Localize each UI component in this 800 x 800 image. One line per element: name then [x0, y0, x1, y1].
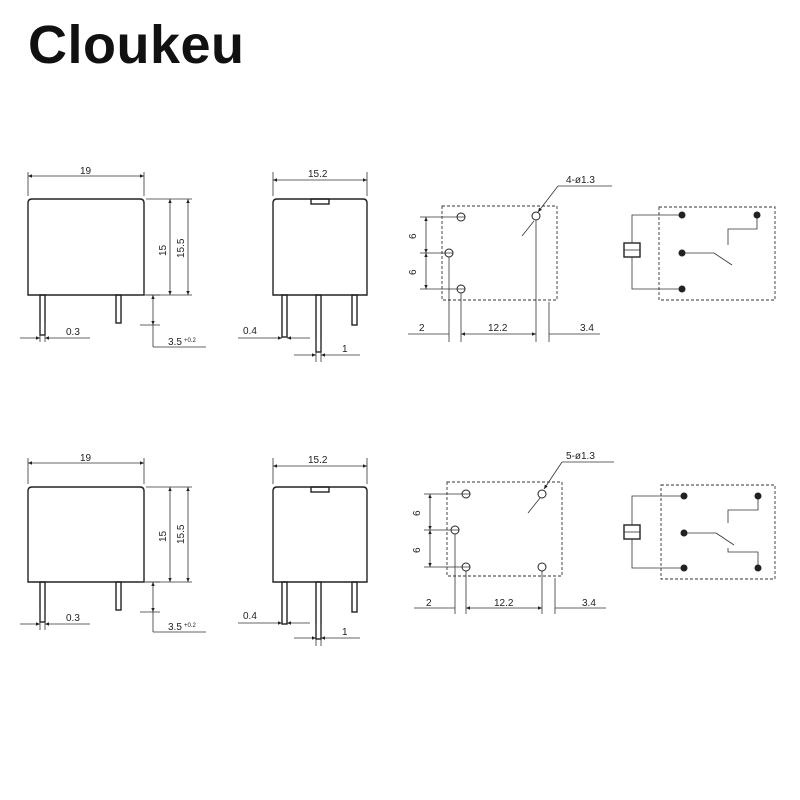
- pcb-hole: [537, 562, 547, 572]
- dim-pitch-6: 6: [408, 269, 419, 275]
- dim-pin-length-tol: +0.2: [184, 338, 197, 344]
- contact-terminal: [680, 492, 688, 500]
- pcb-hole: [537, 489, 547, 499]
- contact-terminal: [680, 564, 688, 572]
- relay-body-side: [27, 486, 145, 583]
- end-view-2: 15.2 0.4 1: [238, 455, 368, 646]
- schematic-1: [623, 206, 776, 301]
- dim-height-15: 15: [158, 530, 169, 542]
- dim-pitch-6: 6: [408, 233, 419, 239]
- dim-left-2: 2: [419, 323, 425, 334]
- dim-pin-thickness-end: 0.4: [243, 326, 257, 337]
- pcb-hole: [531, 211, 541, 221]
- dim-left-2: 2: [426, 598, 432, 609]
- dim-right-3-4: 3.4: [582, 598, 596, 609]
- footprint-1: 6 6 2 12.2 3.4 4-ø1.3: [408, 175, 612, 342]
- pin-right: [115, 294, 122, 324]
- dim-height-15-5: 15.5: [176, 238, 187, 258]
- dim-height-15-5: 15.5: [176, 524, 187, 544]
- footprint-outline: [446, 481, 563, 577]
- dim-pin-thickness: 0.3: [66, 613, 80, 624]
- dim-mid-12-2: 12.2: [488, 323, 508, 334]
- dim-width-19: 19: [80, 166, 92, 177]
- contact-terminal: [678, 285, 686, 293]
- dim-pitch-6: 6: [412, 510, 423, 516]
- pin-left: [39, 294, 46, 336]
- contact-terminal: [754, 492, 762, 500]
- contact-terminal: [680, 529, 688, 537]
- brand-logo: Cloukeu: [28, 15, 245, 75]
- contact-terminal: [753, 211, 761, 219]
- switch-arm: [715, 532, 735, 546]
- schematic-2: [623, 484, 776, 580]
- dim-width-19: 19: [80, 453, 92, 464]
- dim-pin-offset: 1: [342, 627, 348, 638]
- dim-pin-length: 3.5: [168, 622, 182, 633]
- hole-spec-label: 4-ø1.3: [566, 175, 595, 186]
- diagram-row-1: 19 15 15.5 0.3 3.5 +0.2: [20, 166, 776, 362]
- dim-width-15-2: 15.2: [308, 455, 328, 466]
- contact-terminal: [678, 249, 686, 257]
- schematic-outline: [658, 206, 776, 301]
- dim-height-15: 15: [158, 244, 169, 256]
- dim-pitch-6: 6: [412, 547, 423, 553]
- relay-body-side: [27, 198, 145, 296]
- dim-pin-thickness-end: 0.4: [243, 611, 257, 622]
- relay-body-end: [272, 486, 368, 583]
- diagram-row-2: 19 15 15.5 0.3 3.5 +0.2: [20, 451, 776, 646]
- dim-pin-length: 3.5: [168, 337, 182, 348]
- switch-arm: [713, 252, 733, 266]
- hole-spec-label: 5-ø1.3: [566, 451, 595, 462]
- dim-width-15-2: 15.2: [308, 169, 328, 180]
- schematic-outline: [660, 484, 776, 580]
- contact-terminal: [754, 564, 762, 572]
- dim-mid-12-2: 12.2: [494, 598, 514, 609]
- side-view-1: 19 15 15.5 0.3 3.5 +0.2: [20, 166, 206, 348]
- footprint-2: 6 6 2 12.2 3.4 5-ø1.3: [412, 451, 614, 614]
- dim-pin-length-tol: +0.2: [184, 623, 197, 629]
- pin-left: [39, 581, 46, 623]
- contact-terminal: [678, 211, 686, 219]
- dim-pin-thickness: 0.3: [66, 327, 80, 338]
- side-view-2: 19 15 15.5 0.3 3.5 +0.2: [20, 453, 206, 633]
- relay-body-end: [272, 198, 368, 296]
- pin-right: [115, 581, 122, 611]
- dim-pin-offset: 1: [342, 344, 348, 355]
- end-view-1: 15.2 0.4 1: [238, 169, 368, 362]
- dim-right-3-4: 3.4: [580, 323, 594, 334]
